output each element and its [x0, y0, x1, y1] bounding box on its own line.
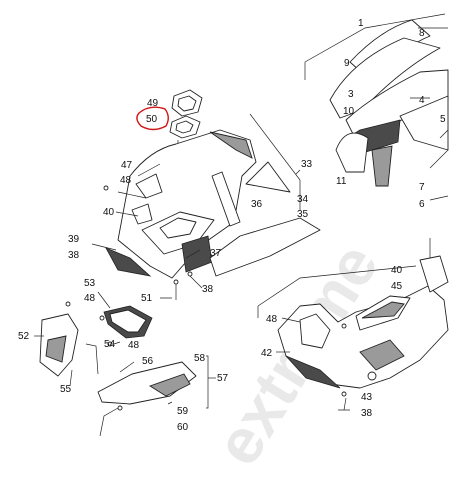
lower-left-parts: [34, 291, 216, 437]
callout-59: 59: [177, 406, 189, 417]
callout-3: 3: [348, 89, 354, 100]
callout-38: 38: [68, 250, 80, 261]
callout-8: 8: [419, 28, 425, 39]
callout-52: 52: [18, 331, 30, 342]
callout-38c: 38: [361, 408, 373, 419]
highlight-circle: [136, 106, 169, 131]
callout-47: 47: [121, 160, 133, 171]
callout-39: 39: [68, 234, 80, 245]
callout-45: 45: [391, 281, 403, 292]
callout-40: 40: [103, 207, 115, 218]
callout-42: 42: [261, 348, 273, 359]
callout-43: 43: [361, 392, 373, 403]
callout-33: 33: [301, 159, 313, 170]
callout-48d: 48: [128, 340, 140, 351]
callout-56: 56: [142, 356, 154, 367]
callout-7: 7: [419, 182, 425, 193]
callout-49: 49: [147, 98, 159, 109]
skid-plate-assembly: [257, 238, 449, 411]
callout-48c: 48: [84, 293, 96, 304]
belly-pan-assembly: [91, 89, 321, 300]
callout-55: 55: [60, 384, 72, 395]
callout-36: 36: [251, 199, 263, 210]
callout-5: 5: [440, 114, 446, 125]
callout-58: 58: [194, 353, 206, 364]
callout-51: 51: [141, 293, 153, 304]
callout-54: 54: [104, 339, 116, 350]
callout-34: 34: [297, 194, 309, 205]
callout-1: 1: [358, 18, 364, 29]
callout-labels: 1 8 9 3 10 4 5 11 7 6 49 50 47 48 33 34 …: [18, 18, 446, 433]
callout-9: 9: [344, 58, 350, 69]
callout-48: 48: [120, 175, 132, 186]
hood-assembly: [304, 13, 449, 201]
callout-48e: 48: [266, 314, 278, 325]
callout-57: 57: [217, 373, 229, 384]
callout-40b: 40: [391, 265, 403, 276]
callout-10: 10: [343, 106, 355, 117]
callout-50: 50: [146, 114, 158, 125]
callout-53: 53: [84, 278, 96, 289]
callout-6: 6: [419, 199, 425, 210]
callout-37: 37: [210, 248, 222, 259]
callout-11: 11: [336, 176, 347, 187]
callout-35: 35: [297, 209, 309, 220]
callout-60: 60: [177, 422, 189, 433]
callout-4: 4: [419, 95, 425, 106]
callout-38b: 38: [202, 284, 214, 295]
